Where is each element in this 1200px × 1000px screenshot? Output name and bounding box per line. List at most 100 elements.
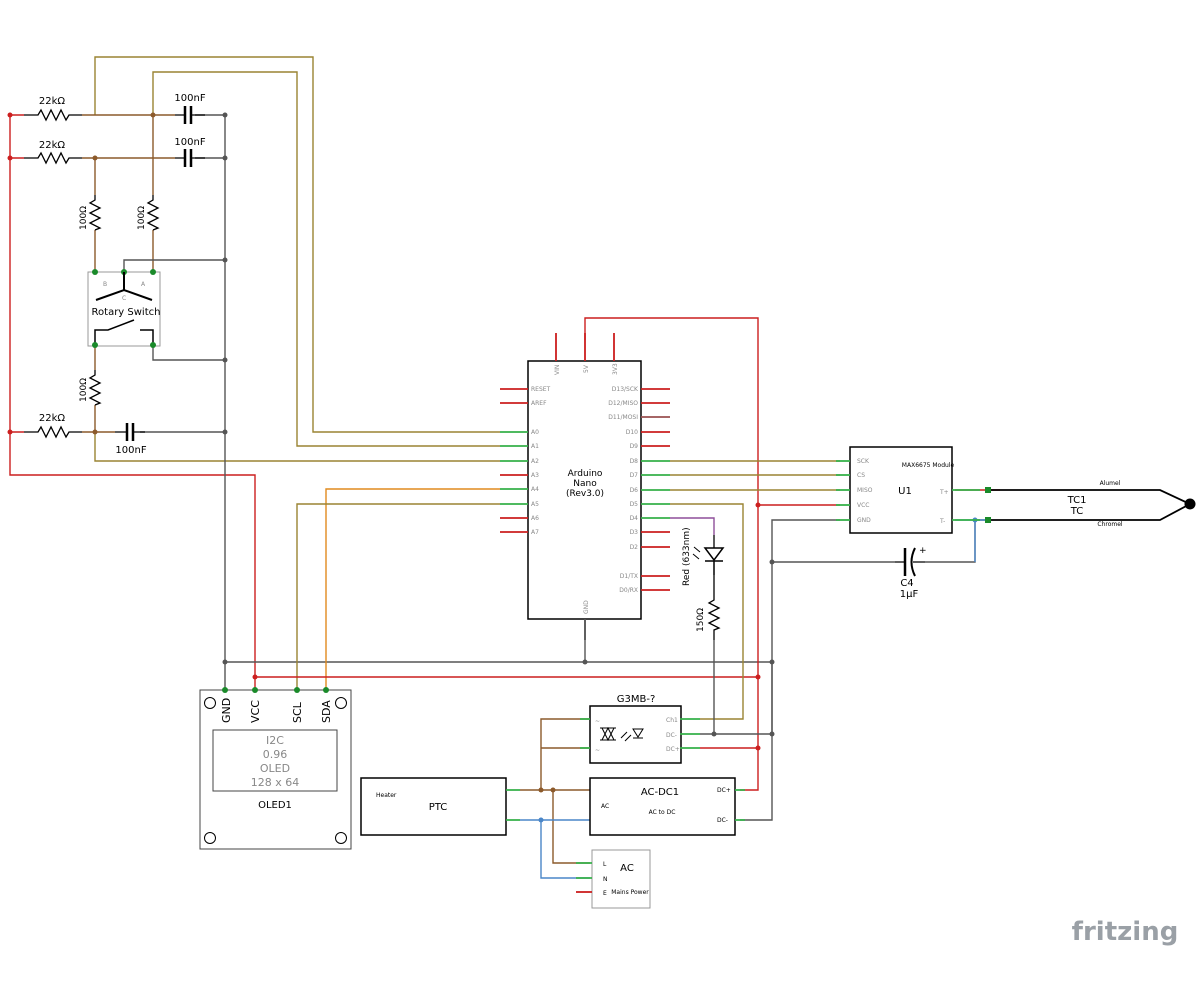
nano-pin-d10: D10 — [626, 429, 638, 436]
resistor-v1-label: 100Ω — [79, 206, 89, 230]
nano-pin-a7: A7 — [531, 529, 539, 536]
nano-pin-a2: A2 — [531, 458, 539, 465]
rotary-switch-label: Rotary Switch — [92, 307, 161, 318]
nano-label-3: (Rev3.0) — [566, 489, 604, 499]
ssr-tilde-1: ~ — [595, 718, 600, 725]
acdc-pin-ac: AC — [601, 803, 609, 810]
resistor-v3-label: 100Ω — [79, 378, 89, 402]
arduino-nano: VIN 5V 3V3 GND RESETAREFA0A1A2A3A4A5A6A7… — [500, 333, 670, 640]
resistor-v2: 100Ω — [137, 195, 160, 231]
nano-label-2: Nano — [573, 479, 597, 489]
nano-pin-d8: D8 — [630, 458, 639, 465]
ac-mains: L N E AC Mains Power — [576, 849, 651, 909]
capacitor-c3-label: 100nF — [115, 445, 146, 456]
ssr-pin-dcp: DC+ — [666, 746, 680, 753]
heater-small-label: Heater — [376, 792, 397, 799]
oled-pin-scl: SCL — [291, 701, 304, 723]
tc-ref: TC1 — [1067, 495, 1087, 506]
nano-pin-d5: D5 — [630, 501, 639, 508]
max6675-pin-vcc: VCC — [857, 502, 869, 509]
nano-pin-5v: 5V — [583, 364, 590, 373]
nano-pin-d12miso: D12/MISO — [608, 400, 638, 407]
svg-text:+: + — [919, 546, 927, 556]
resistor-top2-label: 22kΩ — [39, 140, 66, 151]
oled-ref: OLED1 — [258, 800, 292, 811]
resistor-led: 150Ω — [696, 575, 721, 640]
ssr-pin-ch1: Ch1 — [666, 717, 678, 724]
oled-pin-sda: SDA — [320, 700, 333, 723]
nano-pin-d6: D6 — [630, 487, 639, 494]
nano-pin-a6: A6 — [531, 515, 539, 522]
acdc-sub: AC to DC — [649, 809, 676, 816]
rotary-pin-c: C — [122, 295, 126, 302]
resistor-mid-label: 22kΩ — [39, 413, 66, 424]
resistor-v1: 100Ω — [79, 195, 102, 231]
ssr-title: G3MB-? — [617, 694, 656, 705]
tc-type: TC — [1070, 506, 1084, 517]
oled-screen-line2: 0.96 — [263, 748, 288, 761]
mains-title: AC — [620, 863, 634, 874]
mains-pin-n: N — [603, 876, 608, 883]
mains-pin-l: L — [603, 861, 607, 868]
max6675-tplus: T+ — [939, 489, 949, 496]
nano-label-1: Arduino — [568, 469, 603, 479]
mains-sub: Mains Power — [611, 889, 649, 896]
nano-pin-d13sck: D13/SCK — [612, 386, 639, 393]
capacitor-c2-label: 100nF — [174, 137, 205, 148]
nano-pin-d1tx: D1/TX — [620, 573, 638, 580]
max6675-tminus: T- — [939, 518, 945, 525]
led: Red (633nm) — [682, 527, 725, 586]
resistor-top2: 22kΩ — [24, 140, 82, 165]
capacitor-c4-name: C4 — [900, 578, 913, 589]
tc-alumel: Alumel — [1100, 480, 1121, 487]
nano-pin-a3: A3 — [531, 472, 539, 479]
tc-chromel: Chromel — [1097, 521, 1123, 528]
resistor-v2-label: 100Ω — [137, 206, 147, 230]
nano-pin-a5: A5 — [531, 501, 539, 508]
capacitor-c4: + C4 1µF — [895, 546, 927, 600]
led-label: Red (633nm) — [682, 527, 692, 586]
ac-dc-converter: AC-DC1 AC to DC AC DC+ DC- — [589, 777, 745, 836]
nano-pin-reset: RESET — [531, 386, 551, 393]
capacitor-c1: 100nF — [174, 93, 206, 124]
rotary-pin-a: A — [141, 281, 146, 288]
junctions — [7, 112, 978, 823]
resistor-v3: 100Ω — [79, 370, 102, 406]
ssr-tilde-2: ~ — [595, 747, 600, 754]
nano-pin-d11mosi: D11/MOSI — [608, 414, 638, 421]
oled-screen-line4: 128 x 64 — [251, 776, 300, 789]
acdc-pin-dcp: DC+ — [717, 787, 731, 794]
nano-pin-a1: A1 — [531, 443, 539, 450]
capacitor-c2: 100nF — [174, 137, 206, 167]
max6675-title: MAX6675 Module — [902, 462, 955, 469]
max6675-pin-gnd: GND — [857, 517, 871, 524]
nano-pin-3v3: 3V3 — [612, 363, 619, 375]
oled-pin-vcc: VCC — [249, 700, 262, 723]
resistor-led-label: 150Ω — [696, 608, 706, 632]
oled-screen-line1: I2C — [266, 734, 284, 747]
acdc-pin-dcm: DC- — [717, 817, 728, 824]
max6675-pin-miso: MISO — [857, 487, 873, 494]
capacitor-c1-label: 100nF — [174, 93, 205, 104]
heater-name: PTC — [429, 802, 448, 813]
mains-pin-e: E — [603, 890, 607, 897]
nano-pin-a0: A0 — [531, 429, 539, 436]
max6675-pin-sck: SCK — [857, 458, 870, 465]
nano-pin-gnd: GND — [583, 600, 590, 614]
resistor-top1: 22kΩ — [24, 96, 82, 122]
capacitor-c3: 100nF — [115, 423, 147, 456]
oled-display: GND VCC SCL SDA I2C 0.96 OLED 128 x 64 O… — [199, 687, 352, 850]
resistor-mid: 22kΩ — [24, 413, 82, 439]
heater-ptc: Heater PTC — [360, 777, 520, 836]
ssr-pin-dcm: DC- — [666, 732, 677, 739]
fritzing-logo: fritzing — [1072, 917, 1179, 947]
rotary-pin-b: B — [103, 281, 107, 288]
nano-pin-d4: D4 — [630, 515, 639, 522]
nano-pin-d3: D3 — [630, 529, 639, 536]
wires — [9, 56, 1000, 879]
nano-pin-d2: D2 — [630, 544, 639, 551]
